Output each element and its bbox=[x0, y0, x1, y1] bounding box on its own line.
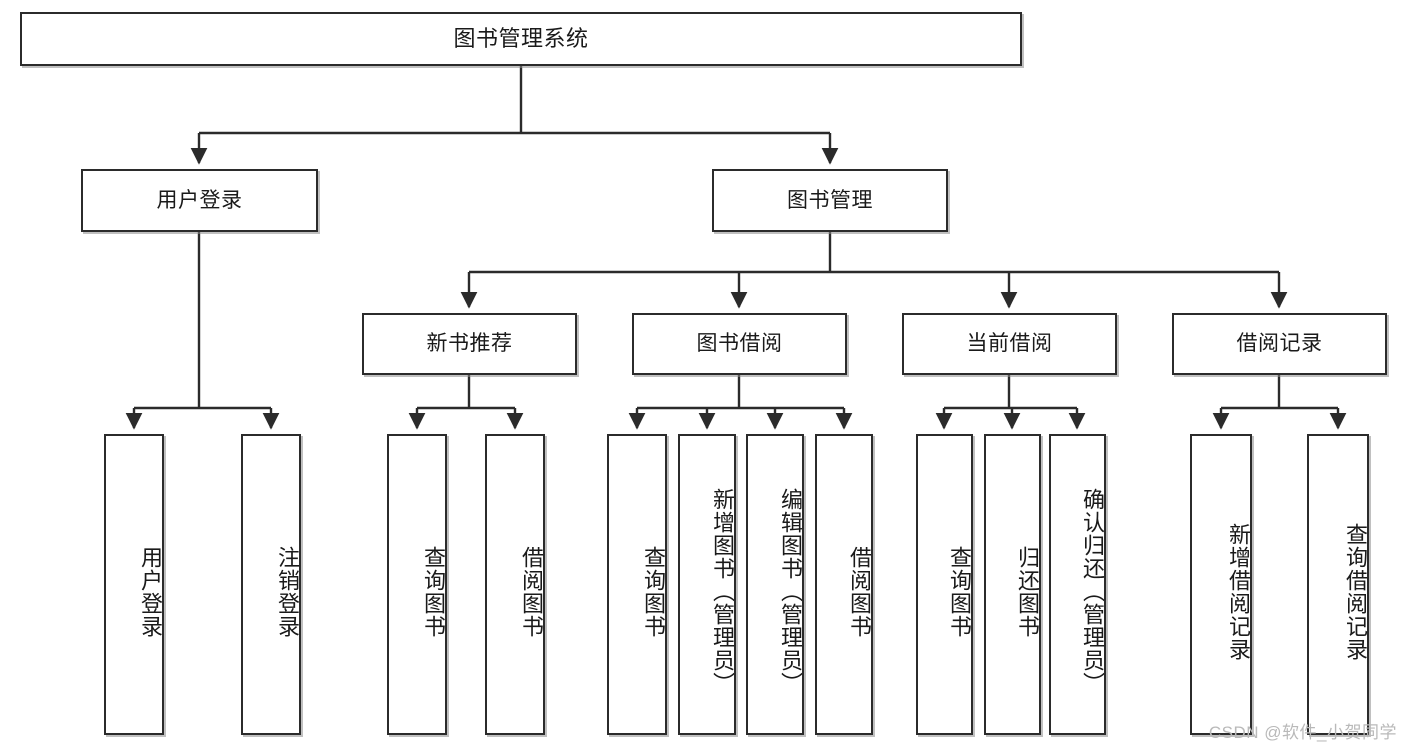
node-level2-user-login[interactable]: 用户登录 bbox=[81, 169, 318, 232]
leaf-label: 查询图书 bbox=[421, 545, 446, 638]
leaf-borrow-book[interactable]: 借阅图书 bbox=[815, 434, 873, 735]
leaf-confirm-return-admin[interactable]: 确认归还（管理员） bbox=[1049, 434, 1106, 735]
leaf-query-book-recommend[interactable]: 查询图书 bbox=[387, 434, 447, 735]
leaf-label: 查询图书 bbox=[947, 545, 972, 638]
node-label: 当前借阅 bbox=[966, 332, 1053, 356]
leaf-label: 确认归还（管理员） bbox=[1080, 488, 1105, 695]
leaf-add-book-admin[interactable]: 新增图书（管理员） bbox=[678, 434, 736, 735]
leaf-user-login[interactable]: 用户登录 bbox=[104, 434, 164, 735]
node-level3-borrow-record[interactable]: 借阅记录 bbox=[1172, 313, 1387, 375]
node-level3-book-borrow[interactable]: 图书借阅 bbox=[632, 313, 847, 375]
node-level3-new-book-recommend[interactable]: 新书推荐 bbox=[362, 313, 577, 375]
leaf-label: 新增借阅记录 bbox=[1226, 522, 1251, 661]
leaf-logout[interactable]: 注销登录 bbox=[241, 434, 301, 735]
leaf-borrow-book-recommend[interactable]: 借阅图书 bbox=[485, 434, 545, 735]
leaf-label: 编辑图书（管理员） bbox=[778, 488, 803, 695]
node-label: 图书借阅 bbox=[696, 332, 783, 356]
node-label: 新书推荐 bbox=[426, 332, 513, 356]
node-label: 借阅记录 bbox=[1236, 332, 1323, 356]
leaf-query-book-borrow[interactable]: 查询图书 bbox=[607, 434, 667, 735]
leaf-label: 借阅图书 bbox=[847, 545, 872, 638]
leaf-add-borrow-record[interactable]: 新增借阅记录 bbox=[1190, 434, 1252, 735]
node-level2-book-management[interactable]: 图书管理 bbox=[712, 169, 948, 232]
leaf-label: 归还图书 bbox=[1015, 545, 1040, 638]
leaf-edit-book-admin[interactable]: 编辑图书（管理员） bbox=[746, 434, 804, 735]
node-root[interactable]: 图书管理系统 bbox=[20, 12, 1022, 66]
leaf-label: 用户登录 bbox=[138, 545, 163, 638]
leaf-query-book-current[interactable]: 查询图书 bbox=[916, 434, 973, 735]
leaf-label: 查询借阅记录 bbox=[1343, 522, 1368, 661]
leaf-label: 借阅图书 bbox=[519, 545, 544, 638]
leaf-return-book[interactable]: 归还图书 bbox=[984, 434, 1041, 735]
leaf-query-borrow-record[interactable]: 查询借阅记录 bbox=[1307, 434, 1369, 735]
node-level3-current-borrow[interactable]: 当前借阅 bbox=[902, 313, 1117, 375]
leaf-label: 注销登录 bbox=[275, 545, 300, 638]
node-root-label: 图书管理系统 bbox=[453, 25, 589, 51]
node-label: 图书管理 bbox=[787, 188, 873, 212]
leaf-label: 新增图书（管理员） bbox=[710, 488, 735, 695]
leaf-label: 查询图书 bbox=[641, 545, 666, 638]
watermark: CSDN @软件_小贺同学 bbox=[1208, 723, 1397, 742]
node-label: 用户登录 bbox=[156, 188, 243, 212]
